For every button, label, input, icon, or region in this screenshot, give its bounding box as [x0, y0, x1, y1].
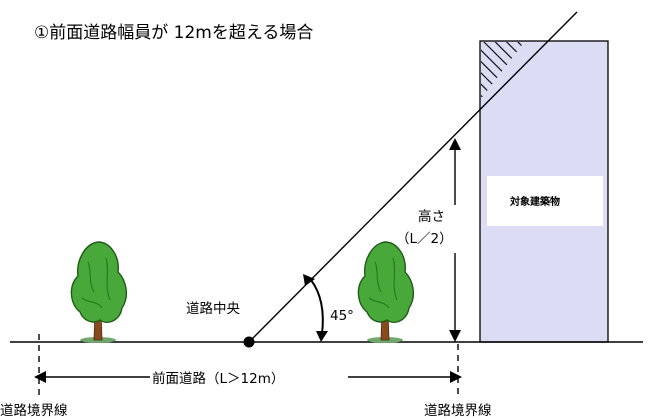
road-width-arrow-left: [34, 371, 46, 383]
right-boundary-label: 道路境界線: [424, 403, 492, 419]
height-arrow-bottom: [449, 330, 461, 342]
center-point-icon: [243, 336, 255, 348]
building-label-box: [487, 176, 603, 226]
angle-arc-icon: [310, 279, 324, 335]
height-formula-label: （L／2）: [396, 231, 453, 247]
road-width-label-box: [150, 363, 348, 391]
road-width-arrow-right: [450, 371, 462, 383]
angle-label: 45°: [330, 308, 354, 324]
tree-icon: [357, 241, 415, 343]
left-boundary-label: 道路境界線: [0, 403, 68, 419]
road-center-label: 道路中央: [186, 301, 240, 317]
height-label-box: [393, 205, 479, 253]
height-arrow-top: [449, 138, 461, 150]
diagram-title: ①前面道路幅員が 12mを超える場合: [34, 23, 313, 43]
height-label: 高さ: [418, 208, 445, 225]
angle-arrowhead-top: [303, 274, 315, 286]
road-width-label: 前面道路（L＞12m）: [152, 370, 284, 387]
building-label: 対象建築物: [509, 195, 560, 208]
angle-arrowhead-bottom: [316, 331, 328, 342]
tree-icon: [70, 241, 128, 343]
slant-line-45deg: [248, 11, 578, 343]
